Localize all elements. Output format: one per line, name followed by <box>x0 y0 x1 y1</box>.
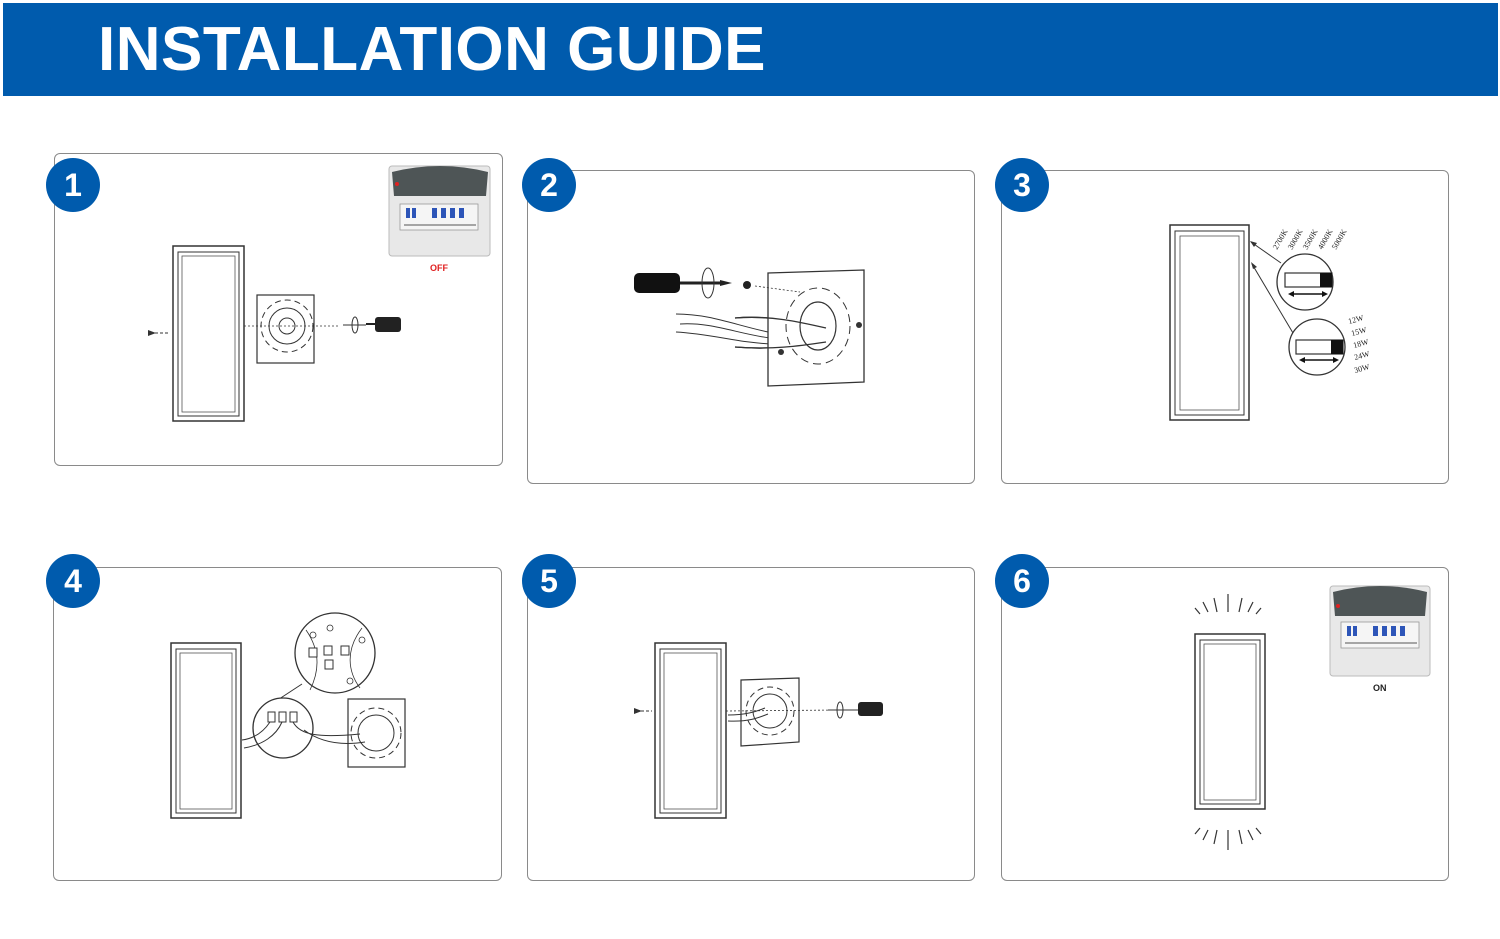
led-panel-icon <box>1169 224 1250 421</box>
page-title: INSTALLATION GUIDE <box>98 15 766 84</box>
wattage-option: 15W <box>1350 325 1368 338</box>
step-4-badge: 4 <box>46 554 100 608</box>
wattage-option: 24W <box>1353 349 1371 362</box>
mounting-plate-icon <box>256 294 315 364</box>
breaker-box-on-icon <box>1329 585 1431 677</box>
breaker-box-off-icon <box>388 165 491 257</box>
led-panel-lit-icon <box>1194 633 1266 810</box>
step-2-panel <box>527 170 975 484</box>
step-3-panel <box>1001 170 1449 484</box>
wattage-option: 12W <box>1347 313 1365 326</box>
step-5-badge: 5 <box>522 554 576 608</box>
wattage-option: 30W <box>1353 362 1371 375</box>
mounting-plate-icon <box>347 698 406 768</box>
header-banner: INSTALLATION GUIDE <box>3 3 1498 96</box>
screw-icon <box>858 702 883 716</box>
led-panel-icon <box>172 245 245 422</box>
screw-icon <box>375 317 401 332</box>
led-panel-icon <box>170 642 242 819</box>
led-panel-icon <box>654 642 727 819</box>
mounting-plate-icon <box>740 677 800 747</box>
step-3-badge: 3 <box>995 158 1049 212</box>
light-rays-icon <box>1194 594 1262 850</box>
wattage-option: 18W <box>1352 337 1370 350</box>
step-1-badge: 1 <box>46 158 100 212</box>
step-2-badge: 2 <box>522 158 576 212</box>
breaker-off-label: OFF <box>430 263 448 273</box>
step-6-badge: 6 <box>995 554 1049 608</box>
screwdriver-icon <box>634 273 680 293</box>
breaker-on-label: ON <box>1373 683 1387 693</box>
